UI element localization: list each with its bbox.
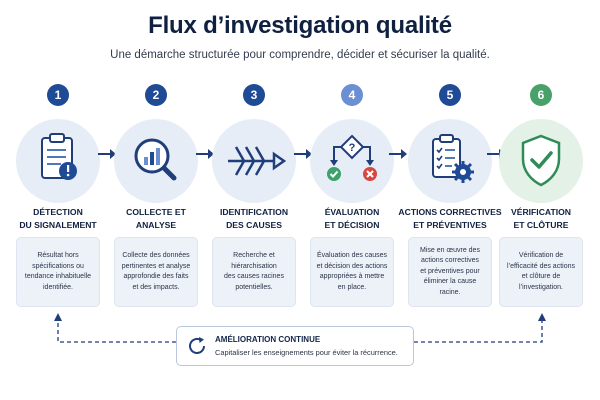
step-2-icon-circle bbox=[114, 119, 198, 203]
step-1-title: DÉTECTION DU SIGNALEMENT bbox=[19, 207, 97, 230]
step-6-description: Vérification de l’efficacité des actions… bbox=[499, 237, 583, 307]
arrow-1-2-icon bbox=[98, 149, 116, 159]
step-6-icon-circle bbox=[499, 119, 583, 203]
arrow-4-5-icon bbox=[389, 149, 407, 159]
step-2-number: 2 bbox=[145, 84, 167, 106]
clipboard-alert-icon bbox=[41, 133, 77, 180]
step-4-icon-circle: ? bbox=[310, 119, 394, 203]
step-2-title: COLLECTE ET ANALYSE bbox=[126, 207, 186, 230]
step-3-description: Recherche et hiérarchisation des causes … bbox=[212, 237, 296, 307]
arrow-3-4-icon bbox=[294, 149, 312, 159]
page-subtitle: Une démarche structurée pour comprendre,… bbox=[110, 49, 490, 61]
step-5-description: Mise en œuvre des actions correctives et… bbox=[408, 237, 492, 307]
svg-text:?: ? bbox=[349, 142, 356, 154]
step-5-title: ACTIONS CORRECTIVES ET PRÉVENTIVES bbox=[398, 207, 502, 230]
step-3-icon-circle bbox=[212, 119, 296, 203]
step-5-icon-circle bbox=[408, 119, 492, 203]
shield-check-icon bbox=[521, 134, 561, 187]
step-3-number: 3 bbox=[243, 84, 265, 106]
step-5-number: 5 bbox=[439, 84, 461, 106]
improvement-text: Capitaliser les enseignements pour évite… bbox=[215, 348, 398, 357]
step-2-description: Collecte des données pertinentes et anal… bbox=[114, 237, 198, 307]
step-3-title: IDENTIFICATION DES CAUSES bbox=[219, 207, 289, 230]
decision-tree-icon: ? bbox=[327, 134, 377, 181]
page-title: Flux d’investigation qualité bbox=[148, 12, 452, 39]
fishbone-icon bbox=[228, 146, 287, 176]
step-1-icon-circle bbox=[16, 119, 100, 203]
step-4-description: Évaluation des causes et décision des ac… bbox=[310, 237, 394, 307]
step-1-description: Résultat hors spécifications ou tendance… bbox=[16, 237, 100, 307]
magnifier-chart-icon bbox=[134, 138, 177, 181]
step-4-title: ÉVALUATION ET DÉCISION bbox=[324, 207, 380, 230]
improvement-title: AMÉLIORATION CONTINUE bbox=[215, 335, 321, 344]
checklist-gear-icon bbox=[432, 134, 474, 183]
step-6-title: VÉRIFICATION ET CLÔTURE bbox=[511, 207, 571, 230]
step-1-number: 1 bbox=[47, 84, 69, 106]
arrow-2-3-icon bbox=[196, 149, 214, 159]
continuous-improvement-box: AMÉLIORATION CONTINUE Capitaliser les en… bbox=[176, 326, 414, 366]
step-4-number: 4 bbox=[341, 84, 363, 106]
step-6-number: 6 bbox=[530, 84, 552, 106]
cycle-arrow-icon bbox=[189, 337, 205, 354]
